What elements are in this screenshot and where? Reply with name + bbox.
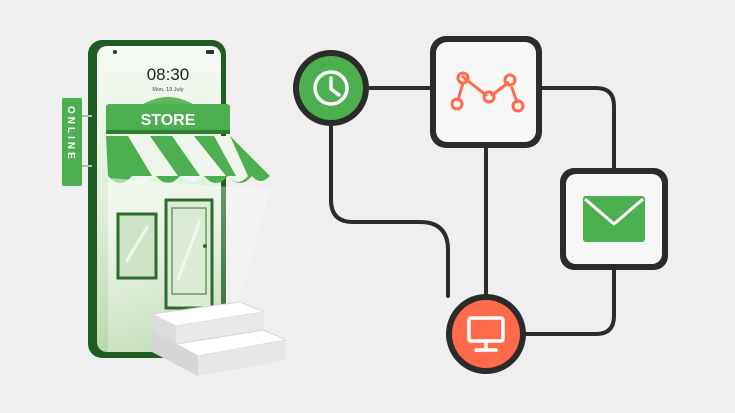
lockscreen-date: Mon, 19 July: [152, 87, 183, 93]
clock-node: [293, 50, 369, 126]
online-sign-label: ONLINE: [65, 106, 76, 162]
workflow-diagram: [293, 36, 668, 374]
online-sign: ONLINE: [62, 98, 92, 186]
connector-route-mail: [538, 86, 616, 172]
monitor-icon: [467, 316, 505, 352]
store-steps: [150, 301, 288, 376]
monitor-node: [446, 294, 526, 374]
mail-icon: [583, 196, 645, 242]
mail-node: [560, 168, 668, 270]
clock-icon: [313, 70, 349, 106]
workflow-connectors: [329, 86, 616, 336]
store-awning: [106, 136, 270, 183]
store-sign: STORE: [106, 104, 230, 134]
lockscreen-time: 08:30: [147, 65, 190, 84]
route-node: [430, 36, 542, 148]
online-store-phone: 08:30 Mon, 19 July STORE: [62, 40, 288, 376]
connector-clock-monitor: [329, 120, 450, 298]
route-icon: [450, 71, 525, 113]
store-sign-label: STORE: [141, 112, 196, 129]
connector-mail-monitor: [523, 266, 616, 336]
